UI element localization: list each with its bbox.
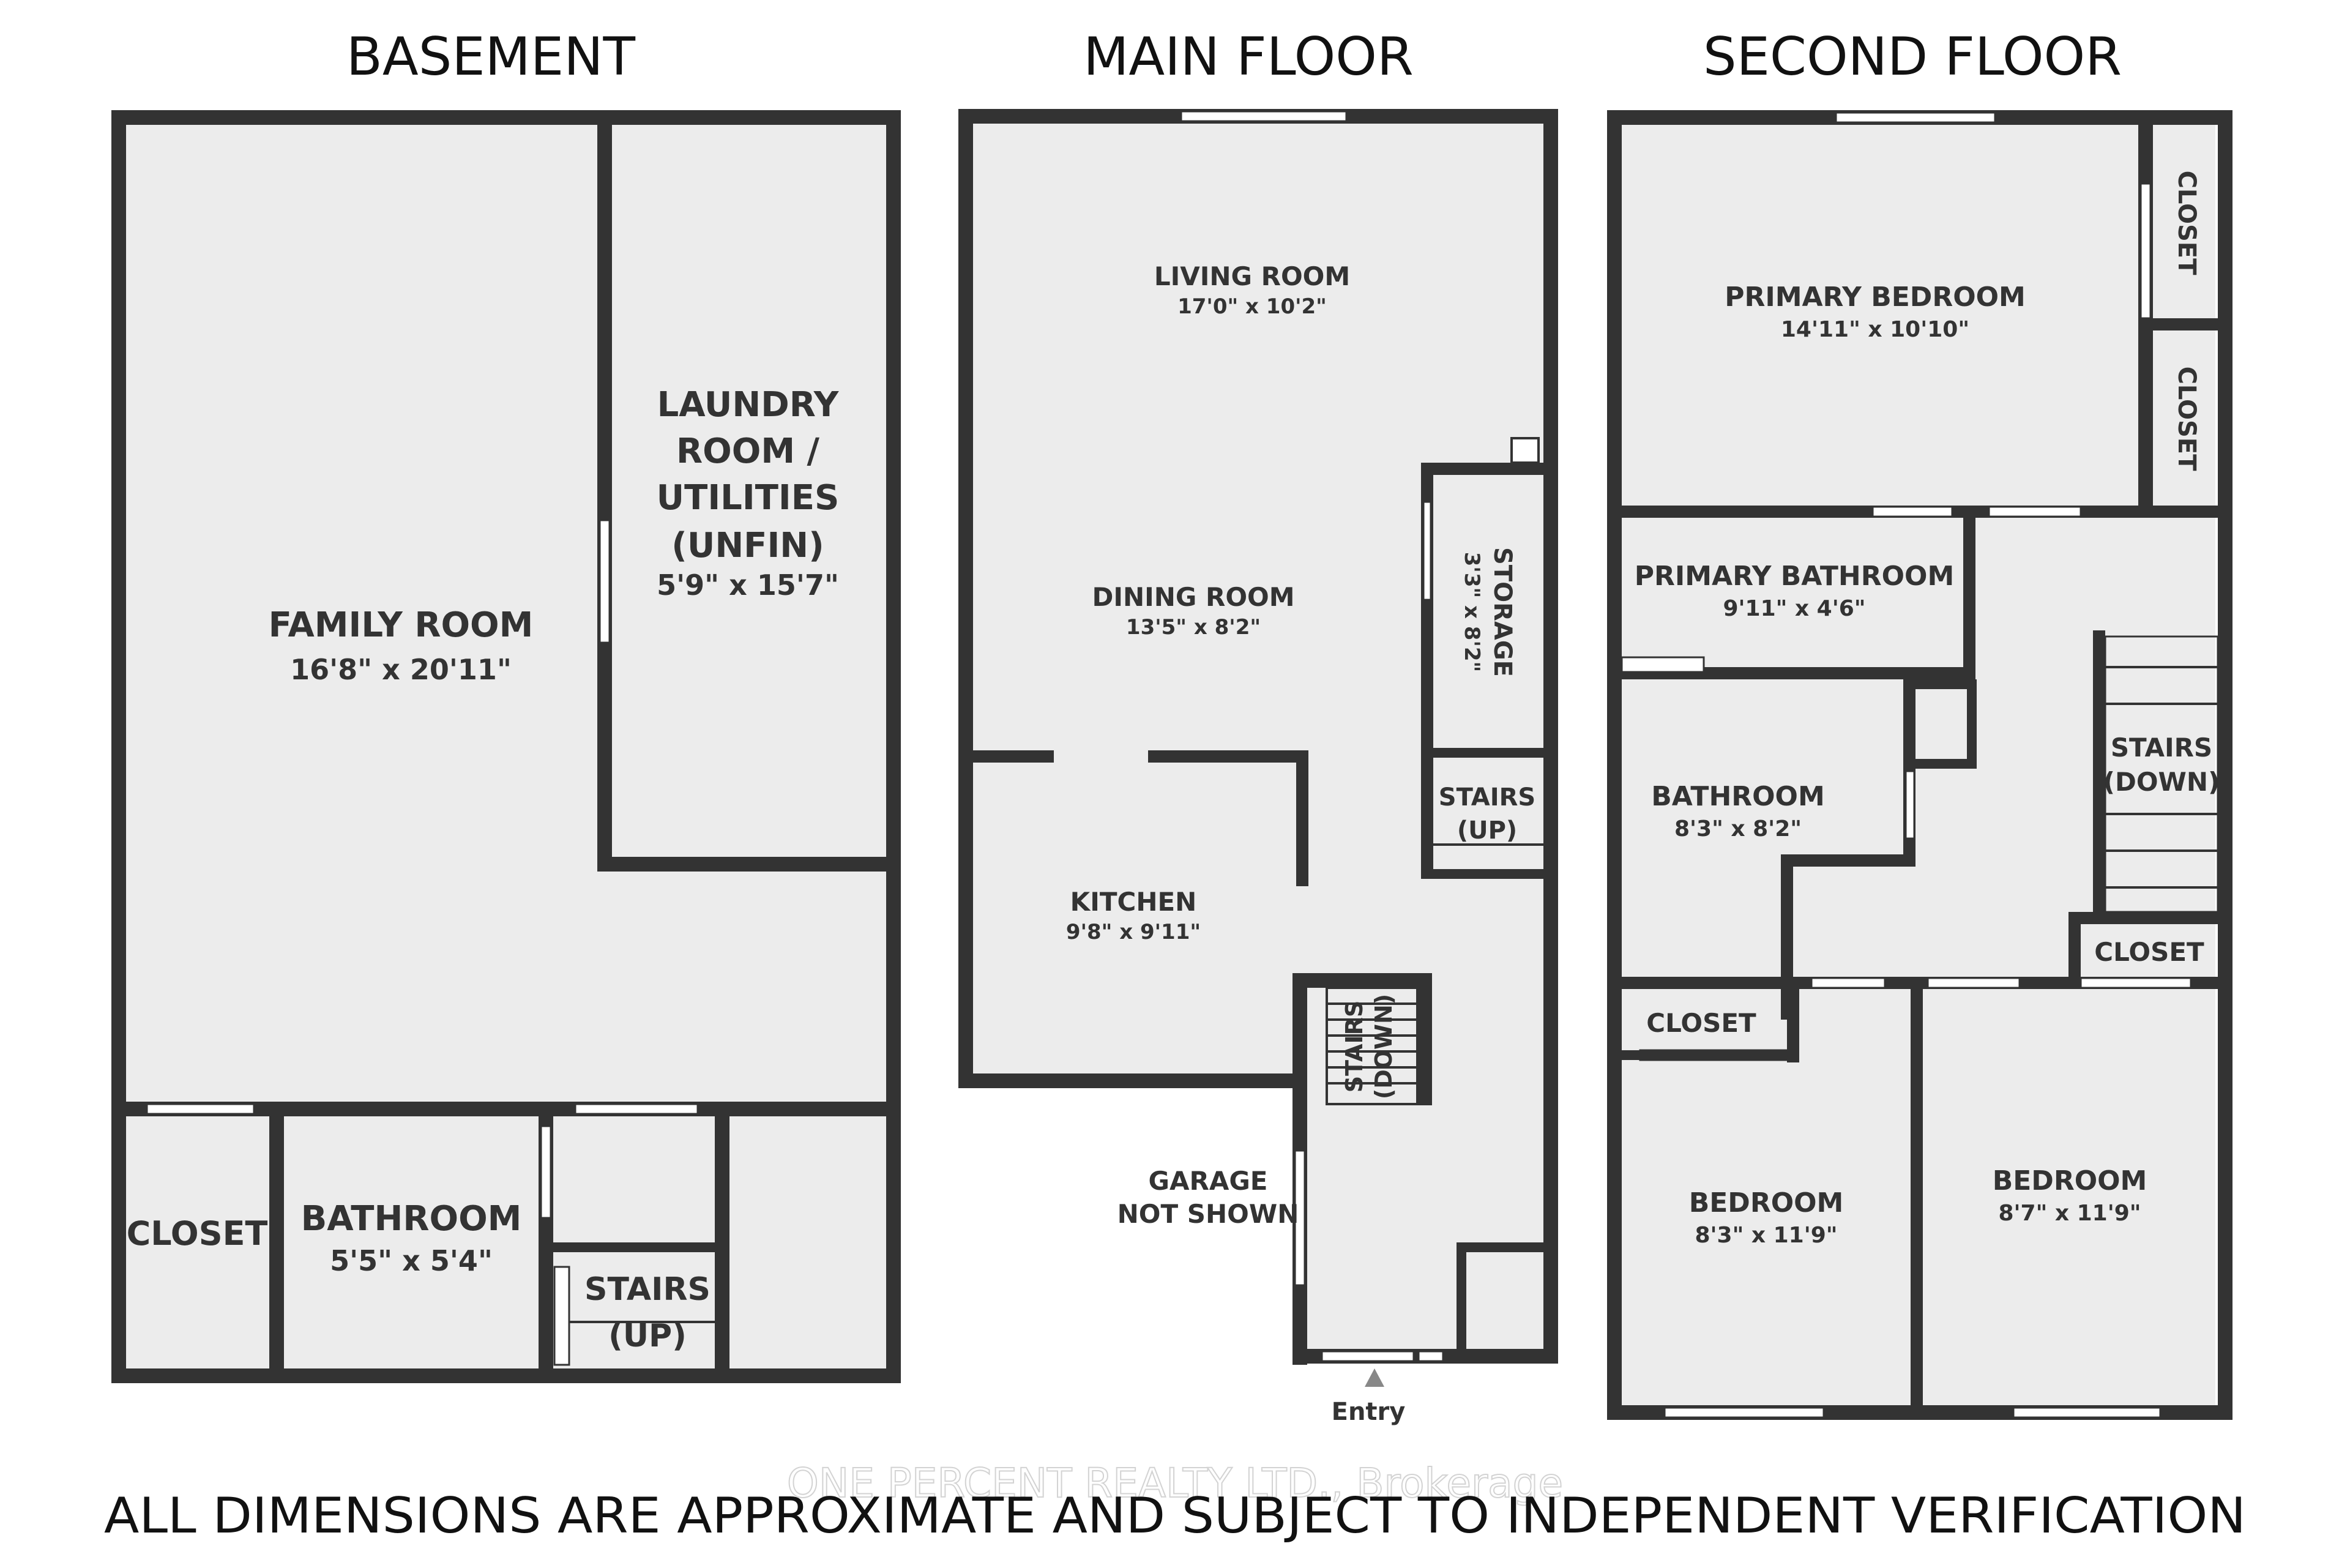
basement-plan: FAMILY ROOM 16'8" x 20'11" LAUNDRY ROOM … xyxy=(111,110,901,1383)
watermark: ONE PERCENT REALTY LTD., Brokerage xyxy=(787,1460,1563,1507)
garage-line2: NOT SHOWN xyxy=(1117,1199,1299,1229)
second-bathroom-name: BATHROOM xyxy=(1651,781,1825,812)
primary-bedroom-name: PRIMARY BEDROOM xyxy=(1725,282,2026,313)
family-room-dims: 16'8" x 20'11" xyxy=(290,653,512,686)
main-stairs-up-line2: (UP) xyxy=(1457,816,1517,845)
bedroom-right-dims: 8'7" x 11'9" xyxy=(1998,1201,2141,1226)
entry-arrow-icon xyxy=(1365,1368,1384,1387)
living-room-name: LIVING ROOM xyxy=(1154,261,1350,291)
disclaimer: ALL DIMENSIONS ARE APPROXIMATE AND SUBJE… xyxy=(104,1487,2246,1544)
family-room-name: FAMILY ROOM xyxy=(269,605,534,645)
storage-dims: 3'3" x 8'2" xyxy=(1460,552,1484,672)
main-stairs-up-line1: STAIRS xyxy=(1439,783,1535,812)
garage-line1: GARAGE xyxy=(1149,1166,1268,1196)
kitchen-name: KITCHEN xyxy=(1070,887,1197,917)
dining-room-dims: 13'5" x 8'2" xyxy=(1126,615,1261,640)
second-stairs-line2: (DOWN) xyxy=(2103,767,2220,797)
primary-bathroom-dims: 9'11" x 4'6" xyxy=(1723,596,1865,621)
basement-closet-name: CLOSET xyxy=(127,1214,268,1253)
laundry-line2: ROOM / xyxy=(676,431,820,471)
primary-bathroom-name: PRIMARY BATHROOM xyxy=(1635,561,1954,592)
bedroom-left-name: BEDROOM xyxy=(1689,1187,1844,1219)
dining-room-name: DINING ROOM xyxy=(1092,582,1294,612)
second-floor-plan: PRIMARY BEDROOM 14'11" x 10'10" CLOSET C… xyxy=(1607,110,2232,1420)
main-floor-title: MAIN FLOOR xyxy=(1083,26,1414,88)
laundry-line1: LAUNDRY xyxy=(657,385,840,425)
bedroom-right-name: BEDROOM xyxy=(1993,1165,2147,1197)
main-floor-plan: LIVING ROOM 17'0" x 10'2" DINING ROOM 13… xyxy=(958,109,1558,1426)
entry-label: Entry xyxy=(1332,1398,1406,1426)
primary-bedroom-dims: 14'11" x 10'10" xyxy=(1781,317,1969,342)
basement-stairs-line1: STAIRS xyxy=(584,1271,711,1308)
second-stairs-line1: STAIRS xyxy=(2111,733,2212,763)
main-stairs-down-line2: (DOWN) xyxy=(1370,994,1397,1099)
bedroom-left-dims: 8'3" x 11'9" xyxy=(1695,1223,1837,1248)
basement-stairs-line2: (UP) xyxy=(608,1318,687,1354)
kitchen-dims: 9'8" x 9'11" xyxy=(1066,920,1201,944)
second-floor-title: SECOND FLOOR xyxy=(1703,26,2122,88)
basement-title: BASEMENT xyxy=(346,26,636,88)
storage-name: STORAGE xyxy=(1488,547,1516,677)
closet-b: CLOSET xyxy=(2173,367,2201,472)
laundry-line3: UTILITIES xyxy=(657,478,840,518)
basement-bathroom-name: BATHROOM xyxy=(301,1199,522,1239)
basement-bathroom-dims: 5'5" x 5'4" xyxy=(330,1244,493,1277)
second-bathroom-dims: 8'3" x 8'2" xyxy=(1674,816,1802,842)
laundry-dims: 5'9" x 15'7" xyxy=(657,569,839,602)
closet-a: CLOSET xyxy=(2173,171,2201,276)
living-room-dims: 17'0" x 10'2" xyxy=(1177,294,1327,319)
main-stairs-down-line1: STAIRS xyxy=(1341,1001,1368,1093)
laundry-line4: (UNFIN) xyxy=(671,526,824,566)
closet-d: CLOSET xyxy=(2094,937,2204,967)
closet-c: CLOSET xyxy=(1646,1008,1756,1038)
